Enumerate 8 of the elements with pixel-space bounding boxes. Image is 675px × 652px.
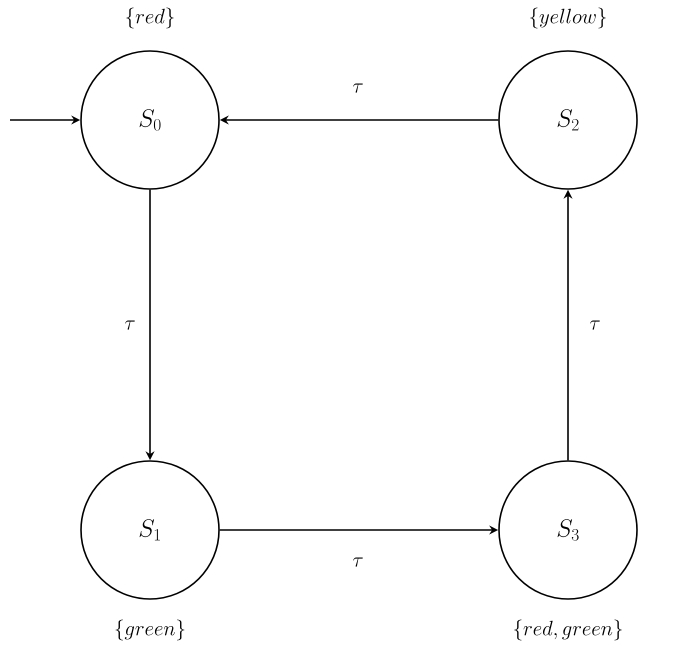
- state-label: $\{yellow\}$: [530, 8, 606, 28]
- edge-label: $\tau$: [590, 320, 600, 330]
- state-label: $\{green\}$: [116, 620, 184, 640]
- state-label: $\{red, green\}$: [514, 620, 622, 640]
- edge-label: $\tau$: [124, 320, 135, 330]
- state-label: $\{red\}$: [126, 8, 174, 28]
- edge-label: $\tau$: [352, 558, 363, 567]
- edge-label: $\tau$: [352, 84, 363, 93]
